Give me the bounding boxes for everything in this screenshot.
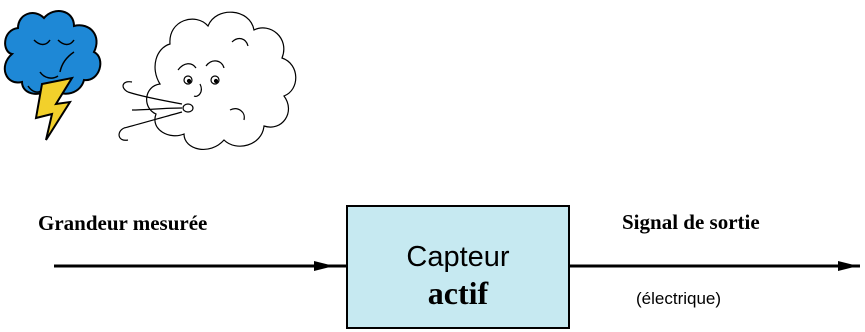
output-arrow: [570, 261, 860, 271]
storm-cloud-icon: [3, 10, 102, 141]
input-quantity-label: Grandeur mesurée: [38, 211, 208, 235]
output-signal-label: Signal de sortie: [622, 210, 760, 234]
sensor-block: Capteur actif: [346, 205, 570, 329]
lightning-icon: [34, 76, 75, 141]
sensor-block-subtitle: actif: [427, 275, 489, 311]
sensor-block-title: Capteur: [406, 241, 510, 273]
input-arrow: [54, 261, 346, 271]
output-signal-note: (électrique): [636, 289, 722, 308]
wind-cloud-icon: [118, 11, 297, 150]
